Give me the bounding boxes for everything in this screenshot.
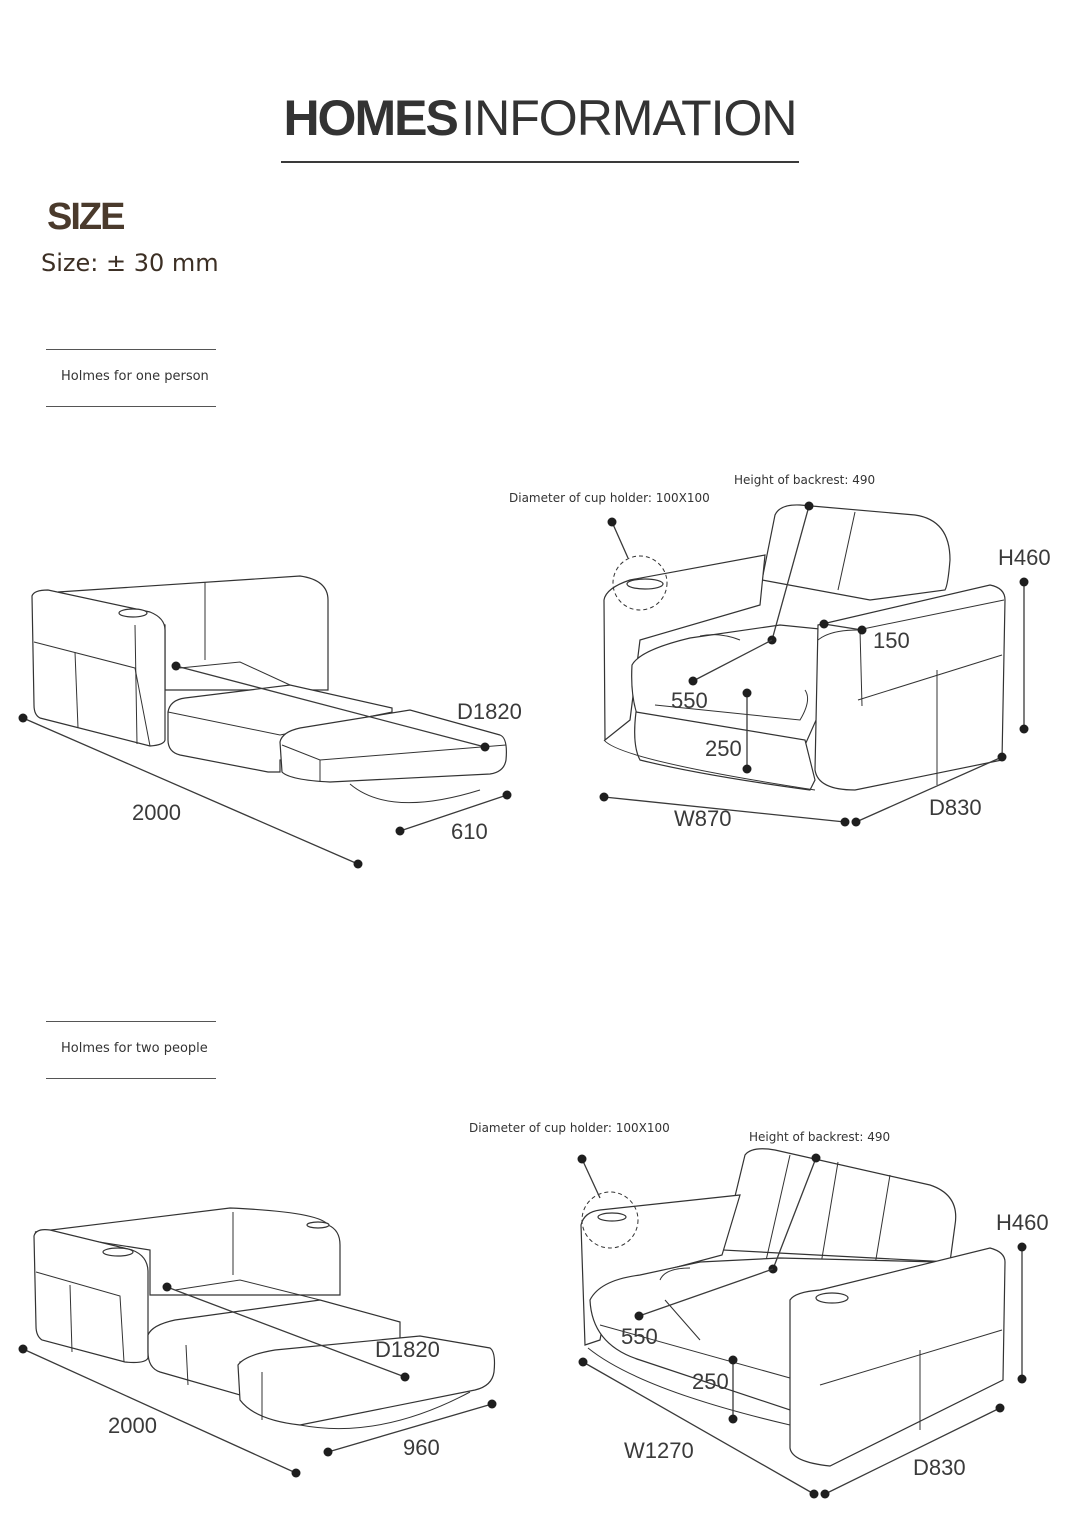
section-two-people: Holmes for two people [46, 1021, 216, 1079]
sofa-two-width: W1270 [624, 1438, 694, 1463]
dim-dot [599, 792, 609, 802]
section-label-two-people: Holmes for two people [61, 1041, 208, 1056]
bed-two-length: 2000 [108, 1413, 157, 1438]
dim-dot [811, 1153, 821, 1163]
sofa-two-seat-height: 250 [692, 1369, 729, 1394]
dim-dot [480, 742, 490, 752]
sofa-two-people-drawing [580, 1148, 1006, 1467]
sofa-two-depth: D830 [913, 1455, 966, 1480]
title-bold: HOMES [283, 90, 458, 146]
dim-dot [291, 1468, 301, 1478]
bed-one-width: 610 [451, 819, 488, 844]
sofa-one-person-dimensions [599, 501, 1029, 827]
bed-one-depth: D1820 [457, 699, 522, 724]
bed-one-person-drawing [31, 575, 507, 804]
dim-dot [323, 1447, 333, 1457]
dim-dot [819, 619, 829, 629]
sofa-one-height: H460 [998, 545, 1051, 570]
dim-dot [728, 1355, 738, 1365]
sofa-two-seat-depth: 550 [621, 1324, 658, 1349]
dim-dot [1019, 724, 1029, 734]
bed-one-length: 2000 [132, 800, 181, 825]
page-title: HOMES INFORMATION [0, 88, 1080, 163]
dim-dot [353, 859, 363, 869]
section-one-person: Holmes for one person [46, 349, 216, 407]
sofa-two-people-dimensions [577, 1153, 1027, 1499]
dim-dot [487, 1399, 497, 1409]
dim-dot [502, 790, 512, 800]
bed-two-depth: D1820 [375, 1337, 440, 1362]
dim-dot [742, 688, 752, 698]
dim-dot [742, 764, 752, 774]
size-heading: SIZE [47, 196, 125, 238]
sofa-one-arm: 150 [873, 628, 910, 653]
bed-one-person-dimensions [18, 661, 512, 869]
title-light: INFORMATION [461, 90, 797, 146]
dim-dot [997, 752, 1007, 762]
bed-two-people-drawing [33, 1207, 496, 1430]
dim-dot [607, 517, 617, 527]
sofa-one-depth: D830 [929, 795, 982, 820]
section-label-one-person: Holmes for one person [61, 369, 209, 384]
dim-dot [728, 1414, 738, 1424]
bed-two-people-dimensions [18, 1282, 497, 1478]
bed-two-width: 960 [403, 1435, 440, 1460]
sofa-two-height: H460 [996, 1210, 1049, 1235]
dim-dot [857, 625, 867, 635]
sofa-two-cup-note: Diameter of cup holder: 100X100 [469, 1121, 670, 1135]
sofa-two-backrest-note: Height of backrest: 490 [749, 1130, 890, 1144]
dim-dot [577, 1154, 587, 1164]
dim-dot [18, 713, 28, 723]
sofa-one-cup-note: Diameter of cup holder: 100X100 [509, 491, 710, 505]
dim-dot [804, 501, 814, 511]
dim-dot [840, 817, 850, 827]
size-tolerance: Size: ± 30 mm [41, 249, 219, 277]
sofa-one-person-drawing [603, 504, 1006, 791]
dim-dot [1017, 1242, 1027, 1252]
sofa-one-width: W870 [674, 806, 731, 831]
dim-dot [18, 1344, 28, 1354]
dim-dot [995, 1403, 1005, 1413]
sofa-one-backrest-note: Height of backrest: 490 [734, 473, 875, 487]
dim-dot [688, 676, 698, 686]
dim-dot [578, 1357, 588, 1367]
dim-dot [1017, 1374, 1027, 1384]
dim-dot [820, 1489, 830, 1499]
dim-dot [809, 1489, 819, 1499]
sofa-one-seat-depth: 550 [671, 688, 708, 713]
dim-dot [395, 826, 405, 836]
dim-dot [171, 661, 181, 671]
dim-dot [1019, 577, 1029, 587]
dim-dot [400, 1372, 410, 1382]
sofa-one-seat-height: 250 [705, 736, 742, 761]
dim-dot [634, 1311, 644, 1321]
dim-dot [162, 1282, 172, 1292]
dim-dot [851, 817, 861, 827]
